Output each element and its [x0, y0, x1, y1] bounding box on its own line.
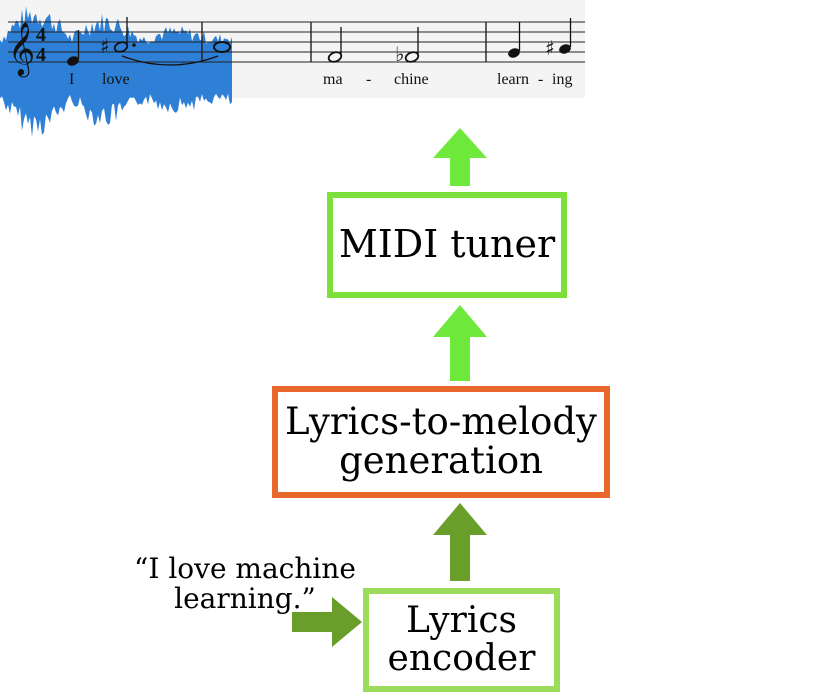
bar-lines — [201, 22, 487, 62]
lyric-hyphen: - — [538, 71, 544, 88]
arrow-up-icon — [433, 305, 487, 381]
box-label: encoder — [387, 638, 536, 679]
svg-text:4: 4 — [36, 44, 46, 66]
flat-icon: ♭ — [395, 42, 404, 66]
lyrics-encoder-box: Lyrics encoder — [363, 588, 560, 692]
box-label: Lyrics-to-melody — [285, 400, 597, 444]
lyric-syllable: I — [69, 71, 75, 88]
lyric-syllable: chine — [394, 71, 429, 88]
lyric-syllable: learn — [497, 71, 529, 88]
arrow-right-icon — [292, 597, 362, 647]
lyric-syllable: ing — [552, 71, 573, 88]
waveform-shape — [0, 6, 232, 138]
lyric-hyphen: - — [366, 71, 372, 88]
lyric-syllable: ma — [323, 71, 343, 88]
midi-tuner-box: MIDI tuner — [327, 192, 567, 298]
lyric-syllable: love — [102, 71, 130, 88]
box-label: generation — [339, 439, 543, 482]
audio-waveform — [0, 6, 232, 138]
staff: 𝄞 4 4 ♯ ♭ ♯ — [8, 17, 585, 77]
svg-text:4: 4 — [36, 24, 46, 46]
sharp-icon: ♯ — [100, 34, 110, 58]
arrow-up-icon — [433, 503, 487, 581]
box-label: MIDI tuner — [338, 222, 556, 267]
sharp-icon: ♯ — [545, 36, 555, 60]
arrow-up-icon — [433, 128, 487, 186]
sheet-music: 𝄞 4 4 ♯ ♭ ♯ I love ma - chine learn - in — [0, 0, 585, 98]
treble-clef-icon: 𝄞 — [8, 21, 35, 77]
input-lyrics-text: “I love machine learning.” — [134, 552, 356, 616]
box-label: Lyrics — [406, 600, 517, 642]
lyrics-to-melody-box: Lyrics-to-melody generation — [272, 386, 610, 498]
